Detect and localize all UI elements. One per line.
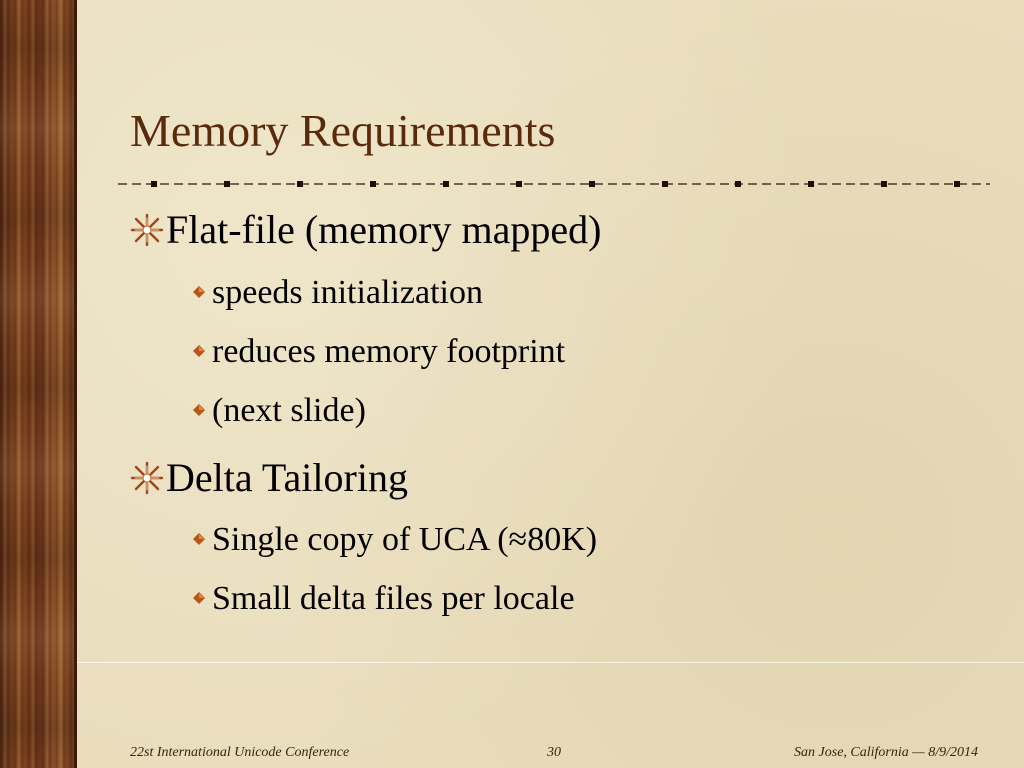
diamond-bullet-icon — [193, 592, 205, 604]
divider-dot — [297, 181, 303, 187]
bullet-item: Flat-file (memory mapped) — [130, 206, 601, 253]
sub-bullet-item: Single copy of UCA (≈80K) — [188, 521, 597, 559]
divider-dot — [954, 181, 960, 187]
divider-dot — [443, 181, 449, 187]
sub-bullet-item: Small delta files per locale — [188, 580, 575, 618]
footer-divider — [77, 662, 1024, 663]
diamond-bullet-icon — [193, 345, 205, 357]
diamond-bullet-icon — [193, 286, 205, 298]
divider-dot — [808, 181, 814, 187]
bullet-item: Delta Tailoring — [130, 454, 408, 501]
footer-conference: 22st International Unicode Conference — [130, 745, 350, 760]
sub-bullet-text: speeds initialization — [212, 274, 483, 311]
footer-slide-number: 30 — [547, 745, 561, 760]
bullet-text: Delta Tailoring — [166, 455, 408, 500]
divider-dot — [370, 181, 376, 187]
divider-dot — [224, 181, 230, 187]
divider-dot — [151, 181, 157, 187]
sub-bullet-item: (next slide) — [188, 392, 366, 430]
divider-dot — [735, 181, 741, 187]
divider-dot — [881, 181, 887, 187]
sub-bullet-item: reduces memory footprint — [188, 333, 565, 371]
sub-bullet-text: Small delta files per locale — [212, 580, 575, 617]
divider-dot — [662, 181, 668, 187]
diamond-bullet-icon — [193, 533, 205, 545]
bullet-text: Flat-file (memory mapped) — [166, 207, 602, 252]
slide-title: Memory Requirements — [130, 105, 556, 156]
sub-bullet-text: Single copy of UCA (≈80K) — [212, 521, 598, 558]
sub-bullet-item: speeds initialization — [188, 274, 483, 312]
wood-grain-border — [0, 0, 77, 768]
star-burst-bullet-icon — [130, 213, 164, 247]
sub-bullet-text: (next slide) — [212, 392, 366, 429]
sub-bullet-text: reduces memory footprint — [212, 333, 566, 370]
star-burst-bullet-icon — [130, 461, 164, 495]
divider-dot — [589, 181, 595, 187]
divider-dot — [516, 181, 522, 187]
slide-background — [77, 0, 1024, 768]
title-divider — [118, 181, 990, 187]
diamond-bullet-icon — [193, 404, 205, 416]
footer-location-date: San Jose, California — 8/9/2014 — [794, 745, 978, 760]
